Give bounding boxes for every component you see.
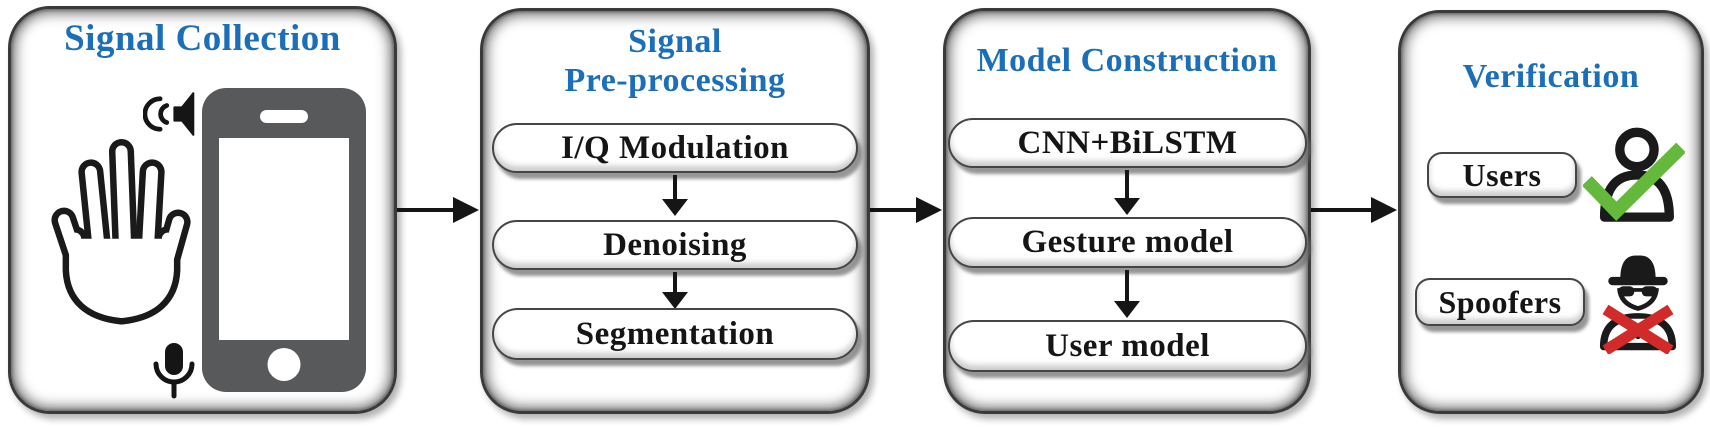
step-gesture-model: Gesture model [948, 217, 1307, 268]
outcome-users: Users [1427, 152, 1577, 198]
arrowhead-icon [916, 197, 942, 223]
arrowhead-icon [662, 292, 688, 309]
speaker-icon [143, 88, 200, 140]
phone-earpiece [260, 110, 308, 123]
flow-arrow-down [661, 175, 689, 216]
panel-title-signal-collection: Signal Collection [64, 18, 341, 59]
flow-arrow-down [661, 272, 689, 309]
spoofer-cross-icon [1591, 250, 1685, 354]
flow-arrow-down [1113, 270, 1141, 318]
panel-signal-pre-processing: Signal Pre-processing I/Q Modulation Den… [480, 8, 870, 414]
flow-arrow-down [1113, 170, 1141, 215]
step-user-model: User model [948, 320, 1307, 372]
arrowhead-icon [1371, 197, 1397, 223]
arrowhead-icon [1114, 198, 1140, 215]
hand-gesture-icon [38, 122, 205, 348]
outcome-spoofers: Spoofers [1415, 278, 1585, 326]
panel-title-line1: Signal [628, 23, 722, 60]
user-check-icon [1583, 123, 1685, 225]
step-denoising: Denoising [492, 220, 858, 270]
step-segmentation: Segmentation [492, 308, 858, 360]
flow-arrow-stage1-to-stage2 [397, 197, 479, 223]
phone-home-button [267, 348, 301, 381]
step-cnn-bilstm: CNN+BiLSTM [948, 118, 1307, 168]
flow-arrow-stage2-to-stage3 [869, 197, 942, 223]
phone-screen [219, 138, 349, 340]
panel-model-construction: Model Construction CNN+BiLSTM Gesture mo… [943, 8, 1311, 414]
panel-verification: Verification Users Spoofers [1398, 10, 1704, 414]
flow-arrow-stage3-to-stage4 [1310, 197, 1397, 223]
panel-title-model-construction: Model Construction [976, 42, 1278, 79]
panel-title-line2: Pre-processing [564, 61, 786, 99]
panel-signal-collection: Signal Collection [8, 6, 397, 414]
arrowhead-icon [1114, 301, 1140, 318]
panel-title-verification: Verification [1462, 58, 1640, 95]
microphone-icon [152, 342, 196, 400]
smartphone-icon [202, 88, 366, 392]
arrowhead-icon [662, 199, 688, 216]
arrowhead-icon [453, 197, 479, 223]
step-iq-modulation: I/Q Modulation [492, 123, 858, 173]
